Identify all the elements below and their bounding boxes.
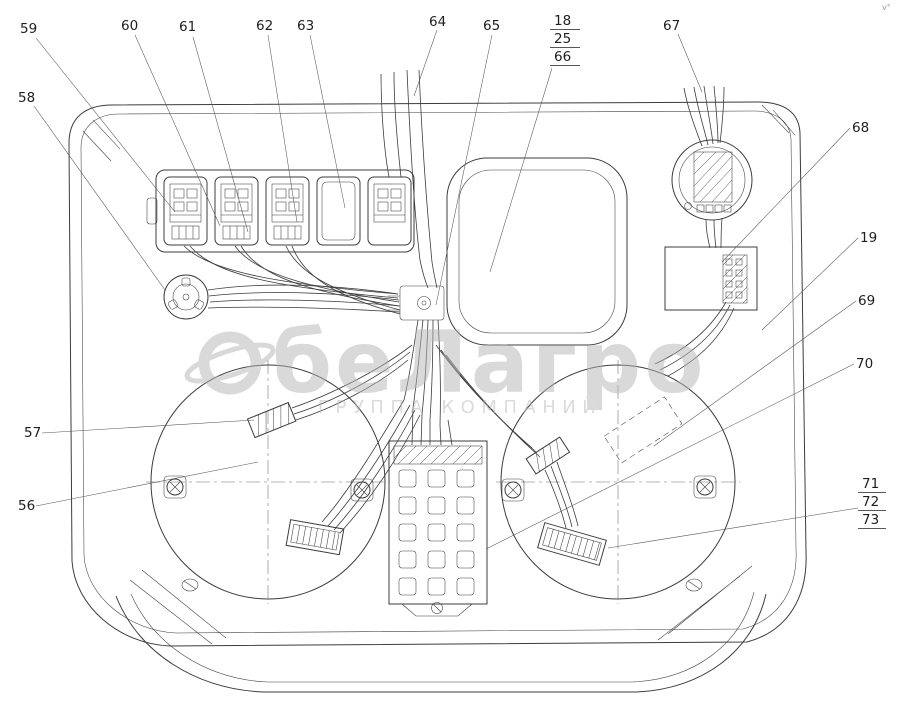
hidden-bracket	[603, 396, 683, 464]
rocker-switch-2	[220, 183, 253, 240]
svg-text:58: 58	[18, 90, 35, 106]
svg-text:73: 73	[862, 512, 879, 528]
corner-mark: v°	[882, 3, 891, 12]
svg-text:59: 59	[20, 21, 37, 37]
callout-stack-71-72-73: 71 72 73	[607, 476, 886, 549]
callout-65: 65	[435, 18, 500, 306]
svg-text:70: 70	[856, 356, 873, 372]
callout-59: 59	[20, 21, 176, 213]
switch-panel	[146, 169, 415, 253]
svg-text:65: 65	[483, 18, 500, 34]
callouts: 59 60 61 62 63 64 65 18 25	[18, 13, 886, 550]
wires-top-right	[683, 85, 725, 249]
svg-text:69: 69	[858, 293, 875, 309]
relay-panel	[664, 246, 758, 311]
tray-screw-right	[685, 578, 703, 592]
wires-switches-to-center	[183, 245, 401, 315]
callout-58: 58	[18, 90, 166, 291]
watermark-subtitle: ГРУППА КОМПАНИЙ	[318, 396, 602, 418]
svg-text:68: 68	[852, 120, 869, 136]
svg-text:61: 61	[179, 19, 196, 35]
watermark-brand: беЛагро	[272, 313, 706, 413]
svg-text:56: 56	[18, 498, 35, 514]
svg-text:19: 19	[860, 230, 877, 246]
callout-64: 64	[413, 14, 446, 97]
callout-19: 19	[761, 230, 877, 331]
svg-text:57: 57	[24, 425, 41, 441]
connector-right-upper	[525, 436, 571, 475]
rocker-switch-3	[271, 183, 304, 240]
round-connector-left	[163, 274, 209, 320]
callout-56: 56	[18, 461, 259, 514]
connector-left-lower	[285, 519, 345, 556]
main-harness	[291, 319, 579, 534]
center-bracket	[388, 285, 445, 321]
relay-connector-hatch	[722, 254, 748, 304]
wires-left-connector	[207, 284, 401, 313]
svg-text:66: 66	[554, 49, 571, 65]
callout-70: 70	[485, 356, 873, 550]
fuse-connector-hatch	[393, 445, 483, 465]
callout-63: 63	[297, 18, 346, 209]
wires-top-center	[380, 69, 438, 289]
watermark: беЛагро ГРУППА КОМПАНИЙ	[184, 313, 706, 418]
callout-61: 61	[179, 19, 249, 233]
connector-hatch	[693, 151, 733, 203]
connector-right-lower	[537, 522, 607, 566]
callout-69: 69	[653, 293, 875, 447]
callout-62: 62	[256, 18, 298, 223]
svg-text:62: 62	[256, 18, 273, 34]
screw-3	[501, 478, 525, 502]
svg-text:25: 25	[554, 31, 571, 47]
fuse-block	[388, 440, 488, 617]
svg-text:71: 71	[862, 476, 879, 492]
svg-text:18: 18	[554, 13, 571, 29]
tray-screw-left	[181, 578, 199, 592]
speaker-opening-left	[146, 360, 390, 604]
watermark-logo-icon	[184, 331, 276, 395]
rocker-switch-4	[373, 183, 406, 223]
svg-text:72: 72	[862, 494, 879, 510]
screw-1	[163, 475, 187, 499]
rocker-switch-1	[169, 183, 202, 240]
callout-57: 57	[24, 419, 255, 441]
wires-relay-panel	[654, 301, 735, 377]
round-connector-top-right	[671, 139, 753, 221]
svg-text:63: 63	[297, 18, 314, 34]
callout-60: 60	[121, 18, 221, 227]
connector-57	[246, 401, 297, 439]
svg-text:67: 67	[663, 18, 680, 34]
callout-67: 67	[663, 18, 703, 93]
housing-outline	[68, 101, 807, 693]
callout-68: 68	[721, 120, 869, 263]
screw-4	[693, 475, 717, 499]
svg-text:60: 60	[121, 18, 138, 34]
svg-text:64: 64	[429, 14, 446, 30]
callout-stack-18-25-66: 18 25 66	[489, 13, 580, 273]
